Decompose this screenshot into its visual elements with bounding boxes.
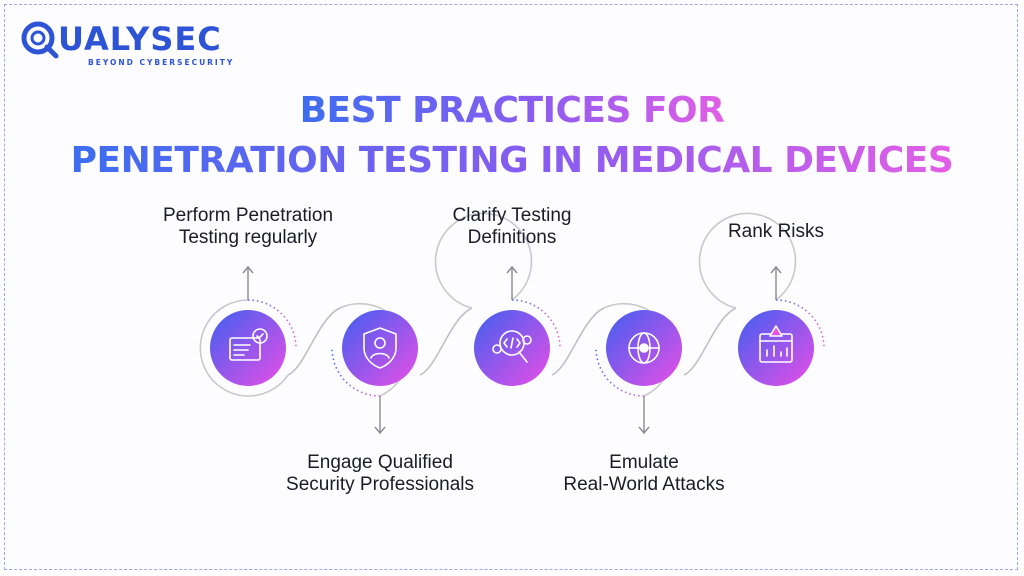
step-3-label: Clarify Testing Definitions [452, 205, 572, 248]
shield-user-icon [363, 327, 397, 369]
step-3-circle [474, 310, 550, 386]
step-1-label: Perform Penetration Testing regularly [162, 205, 334, 248]
step-4-arrowhead [638, 426, 650, 435]
step-5-circle [738, 310, 814, 386]
security-certificate-icon [229, 328, 268, 361]
code-bug-icon [492, 330, 532, 363]
step-1-circle [210, 310, 286, 386]
title-line-1: BEST PRACTICES FOR [299, 90, 725, 131]
step-5-arrowhead [770, 265, 782, 274]
step-3-arrowhead [506, 265, 518, 274]
step-1-outer-arc [199, 299, 289, 397]
risk-chart-alert-icon [759, 325, 793, 363]
step-5-label: Rank Risks [727, 221, 825, 242]
step-3-node [434, 212, 561, 386]
step-2-node [331, 302, 418, 435]
globe-attack-icon [628, 332, 660, 364]
connector-lines [287, 307, 737, 376]
qualysec-q-mark-icon [21, 21, 59, 59]
step-1-arrowhead [242, 265, 254, 274]
step-2-arrowhead [374, 426, 386, 435]
step-4-label: Emulate Real-World Attacks [563, 452, 725, 495]
step-4-node [595, 302, 682, 435]
logo-tagline: BEYOND CYBERSECURITY [88, 58, 235, 67]
step-1-node [199, 265, 297, 397]
step-3-outer-arc [434, 212, 533, 309]
title-line-2: PENETRATION TESTING IN MEDICAL DEVICES [70, 140, 954, 181]
page-border [4, 4, 1018, 570]
logo-wordmark: UALYSEC [58, 20, 222, 58]
step-2-label: Engage Qualified Security Professionals [286, 452, 474, 495]
step-5-node [698, 212, 825, 386]
qualysec-logo: UALYSEC BEYOND CYBERSECURITY [20, 18, 250, 74]
step-5-outer-arc [698, 212, 797, 309]
